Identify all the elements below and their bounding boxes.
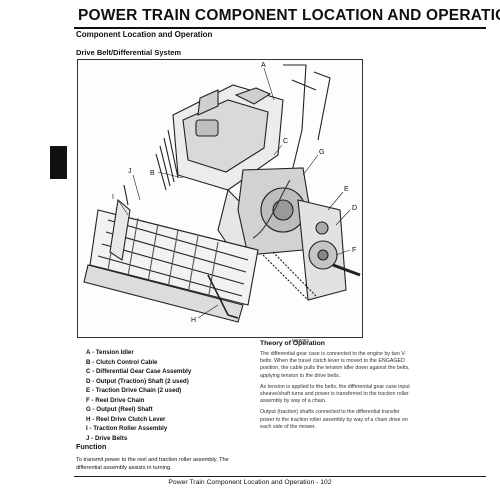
callout-i: I <box>112 194 114 201</box>
handle-bar <box>283 64 307 181</box>
legend-item: E - Traction Drive Chain (2 used) <box>86 387 182 394</box>
legend-item: D - Output (Traction) Shaft (2 used) <box>86 377 189 385</box>
function-text: To transmit power to the reel and tracti… <box>76 457 229 471</box>
reel-assembly <box>89 209 259 306</box>
page-title: POWER TRAIN COMPONENT LOCATION AND OPERA… <box>78 7 500 24</box>
mower-drawing: A B C D E F G H I J <box>83 62 361 324</box>
clutch-lever <box>207 274 239 319</box>
drive-chain <box>262 251 317 301</box>
callout-e: E <box>344 186 349 193</box>
callout-g: G <box>319 149 324 156</box>
theory-paragraph: The differential gear case is connected … <box>260 351 410 379</box>
legend-item: A - Tension Idler <box>86 349 134 356</box>
legend-item: B - Clutch Control Cable <box>86 358 158 366</box>
callout-c: C <box>283 138 288 145</box>
theory-text: The differential gear case is connected … <box>260 351 412 472</box>
component-legend: A - Tension Idler B - Clutch Control Cab… <box>86 348 191 443</box>
callout-b: B <box>150 170 155 177</box>
footer-divider <box>74 476 486 477</box>
callout-d: D <box>352 205 357 212</box>
legend-item: F - Reel Drive Chain <box>86 396 145 404</box>
theory-paragraph: Output (traction) shafts connected to th… <box>260 409 408 430</box>
legend-item: H - Reel Drive Clutch Lever <box>86 415 166 423</box>
legend-item: G - Output (Reel) Shaft <box>86 406 153 413</box>
drive-system-illustration: A B C D E F G H I J <box>77 59 363 338</box>
figure-id: MX6093 <box>292 338 309 343</box>
legend-item: I - Traction Roller Assembly <box>86 425 168 432</box>
callout-h: H <box>191 317 196 324</box>
legend-item: J - Drive Belts <box>86 434 128 442</box>
callout-a: A <box>261 62 266 69</box>
callout-f: F <box>352 247 356 254</box>
callout-j: J <box>128 168 132 175</box>
theory-paragraph: As tension is applied to the belts, the … <box>260 383 410 405</box>
function-heading: Function <box>76 442 107 451</box>
traction-roller <box>83 264 244 323</box>
theory-heading: Theory of Operation <box>260 340 325 347</box>
page-footer: Power Train Component Location and Opera… <box>168 479 332 486</box>
section-tab-marker <box>50 146 67 179</box>
title-divider <box>74 27 486 29</box>
sub-heading: Drive Belt/Differential System <box>76 48 182 57</box>
legend-item: C - Differential Gear Case Assembly <box>86 368 192 375</box>
output-shaft <box>332 263 361 277</box>
section-heading: Component Location and Operation <box>76 30 213 39</box>
